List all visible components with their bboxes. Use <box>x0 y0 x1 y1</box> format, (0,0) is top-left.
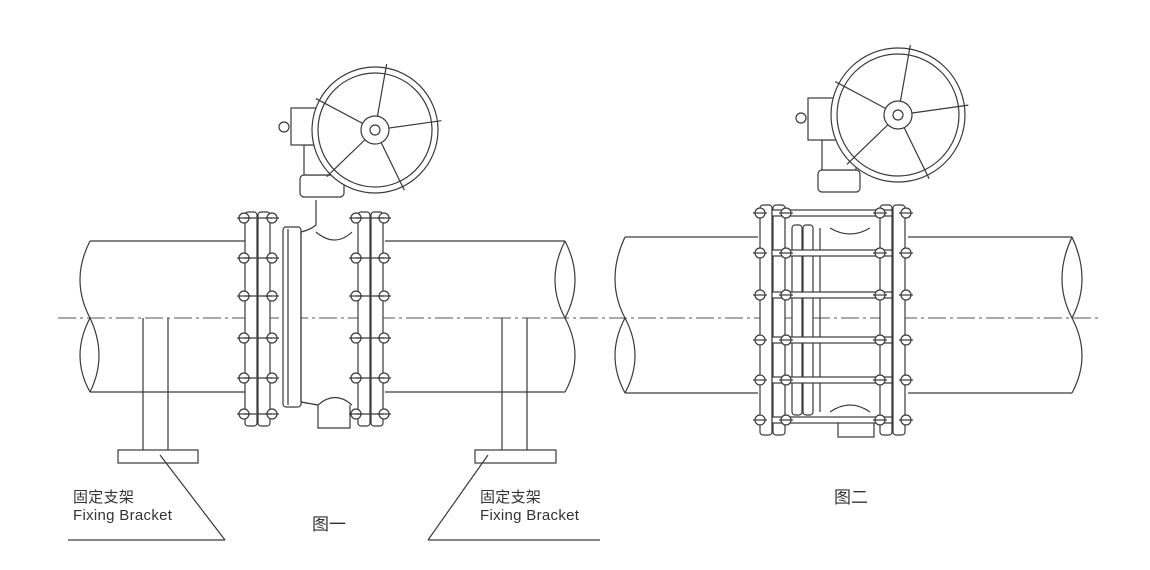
support-label-cn: 固定支架 <box>480 489 542 506</box>
support-label-en: Fixing Bracket <box>480 507 580 524</box>
figure1-handwheel <box>311 63 442 194</box>
handwheel-hub-bore <box>369 124 381 136</box>
tie-rod <box>771 416 893 424</box>
handwheel-rim-inner <box>836 53 960 177</box>
tie-rod <box>771 291 893 299</box>
tie-rod <box>771 209 893 217</box>
figure2-handwheel <box>830 44 969 183</box>
support-label-right: 固定支架 Fixing Bracket <box>480 489 579 525</box>
flange-bolts <box>237 207 913 426</box>
figure2-caption: 图二 <box>834 488 868 508</box>
tie-rod <box>771 376 893 384</box>
figure2-pipe <box>614 236 1083 394</box>
support-label-left: 固定支架 Fixing Bracket <box>73 489 172 525</box>
support-label-cn: 固定支架 <box>73 489 135 506</box>
support-label-en: Fixing Bracket <box>73 507 173 524</box>
handwheel-hub <box>360 115 390 145</box>
handwheel-hub-bore <box>892 109 904 121</box>
figure1-pipe <box>79 240 576 393</box>
figure1-caption: 图一 <box>312 515 346 535</box>
tie-rod <box>771 336 893 344</box>
figure1-support-right <box>427 318 600 541</box>
handwheel-hub <box>883 100 913 130</box>
tie-rod <box>771 249 893 257</box>
handwheel-rim-inner <box>317 72 433 188</box>
figure1-support-left <box>68 318 226 541</box>
